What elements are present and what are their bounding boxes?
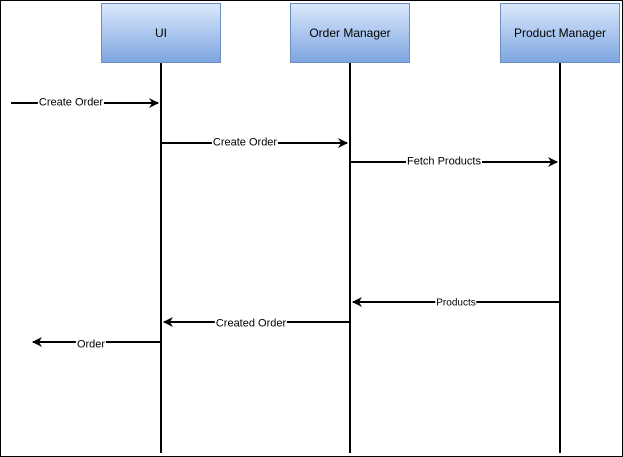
- participant-product-manager-label: Product Manager: [513, 26, 607, 40]
- participant-order-manager-label: Order Manager: [309, 26, 391, 40]
- message-label-fetch-products: Fetch Products: [406, 155, 482, 169]
- message-label-create-order: Create Order: [211, 136, 279, 150]
- participant-product-manager: Product Manager: [500, 3, 620, 63]
- participant-ui: UI: [101, 3, 221, 63]
- message-label-create-order-external: Create Order: [37, 96, 105, 110]
- participant-ui-label: UI: [155, 26, 167, 40]
- message-label-created-order: Created Order: [214, 317, 288, 331]
- participant-order-manager: Order Manager: [290, 3, 410, 63]
- message-label-order: Order: [75, 338, 107, 352]
- message-label-products: Products: [435, 296, 477, 310]
